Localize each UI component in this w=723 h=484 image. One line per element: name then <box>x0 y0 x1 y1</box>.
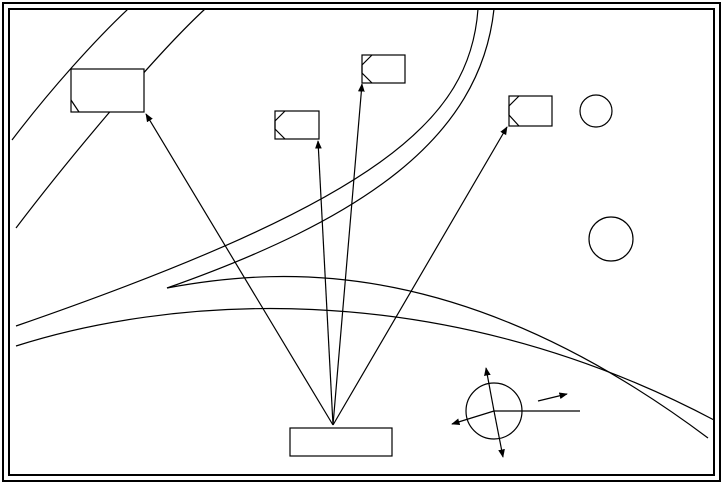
road-upper-edge <box>15 8 479 327</box>
arrow-ray-to-box-1 <box>145 113 334 426</box>
road-lower-edge <box>166 8 495 289</box>
target-box-3 <box>361 54 406 84</box>
source-box <box>289 427 393 457</box>
curve-upper-left-1 <box>11 8 129 141</box>
arrow-ray-to-box-3 <box>332 83 365 426</box>
target-box-4 <box>508 95 553 127</box>
arrow-ray-to-box-4 <box>332 126 508 426</box>
curve-upper-left-2 <box>15 8 206 229</box>
target-box-2 <box>274 110 320 140</box>
target-box-1 <box>70 68 145 113</box>
compass-arrow-west <box>451 410 495 425</box>
arrow-ray-to-box-2 <box>315 140 334 426</box>
compass-arrow-north <box>484 367 495 412</box>
road-branch-lower <box>15 307 715 421</box>
compass-symbol <box>451 367 580 458</box>
inner-frame <box>8 8 715 476</box>
road-branch-upper <box>166 275 709 439</box>
circle-2 <box>588 216 634 262</box>
compass-arrow-south <box>493 410 505 458</box>
compass-arrow-east <box>537 392 568 402</box>
circle-1 <box>579 94 613 128</box>
